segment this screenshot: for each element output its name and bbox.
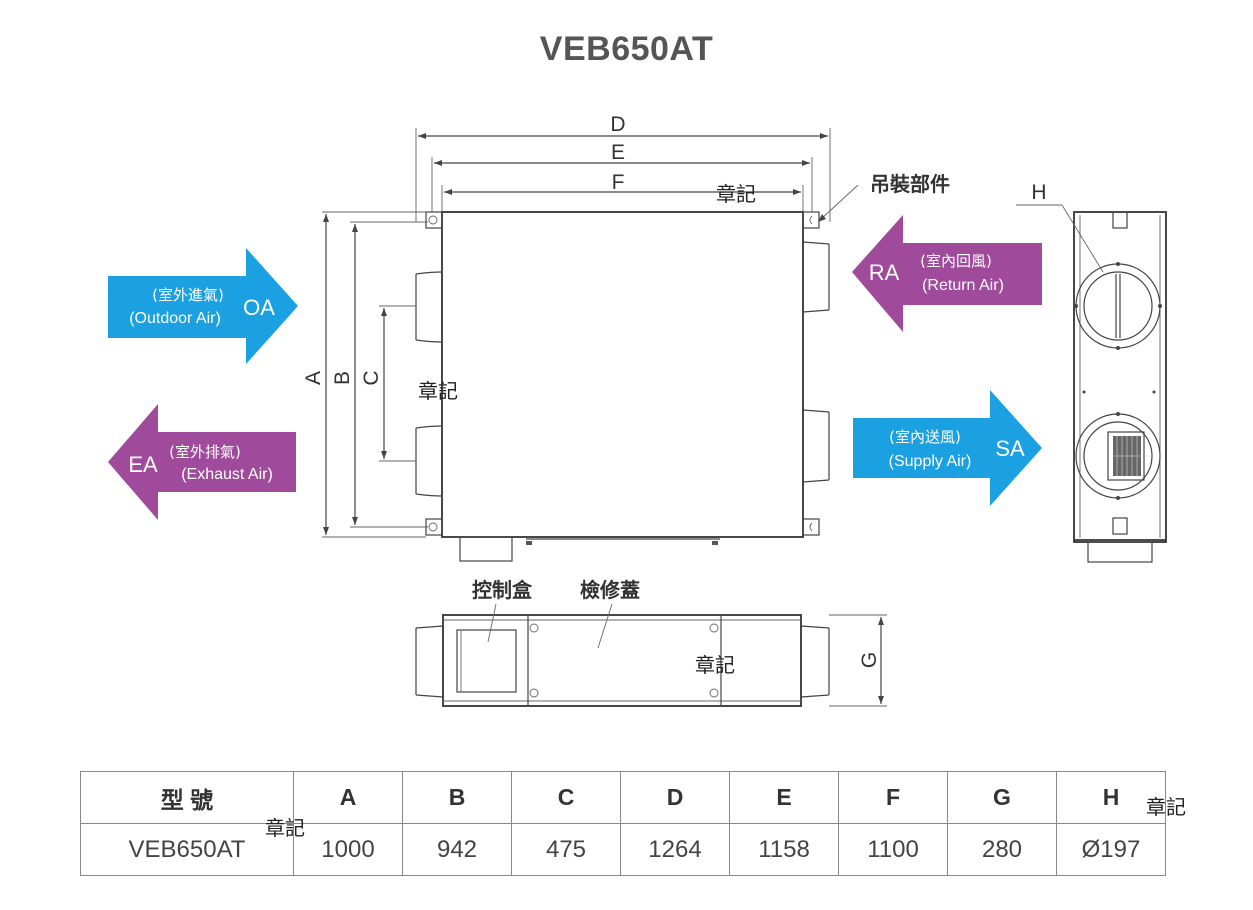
ea-arrow: EA (室外排氣) (Exhaust Air) xyxy=(108,404,296,520)
table-row: VEB650AT 1000 942 475 1264 1158 1100 280… xyxy=(80,823,1166,876)
cell: 1158 xyxy=(729,823,839,876)
ra-label-cn: (室內回風) xyxy=(920,252,992,270)
header-cell: G xyxy=(947,771,1057,824)
stamp-text: 章記 xyxy=(695,653,735,677)
ra-arrow: RA (室內回風) (Return Air) xyxy=(852,215,1042,332)
dimension-label-f: F xyxy=(612,171,625,194)
hanging-parts-callout: 吊裝部件 xyxy=(818,172,950,222)
cell: 942 xyxy=(402,823,512,876)
sa-code: SA xyxy=(995,436,1025,461)
oa-label-cn: (室外進氣) xyxy=(152,286,224,304)
stamp-text: 章記 xyxy=(716,182,756,206)
dimension-e: E xyxy=(431,141,813,212)
ea-label-cn: (室外排氣) xyxy=(169,443,241,461)
cell: 1000 xyxy=(293,823,403,876)
ea-label-en: (Exhaust Air) xyxy=(181,466,273,483)
cell: 1100 xyxy=(838,823,948,876)
dimension-drawing: D E F xyxy=(108,113,1167,707)
header-cell: E xyxy=(729,771,839,824)
cell-model: VEB650AT xyxy=(80,823,294,876)
control-box-label: 控制盒 xyxy=(472,578,533,602)
table-header-row: 型 號 A B C D E F G H xyxy=(80,771,1166,824)
oa-label-en: (Outdoor Air) xyxy=(129,310,221,327)
access-cover-label: 檢修蓋 xyxy=(580,578,640,602)
dimension-label-g: G xyxy=(858,652,881,668)
header-cell: H xyxy=(1056,771,1166,824)
dimension-c: C xyxy=(360,305,416,462)
header-cell: D xyxy=(620,771,730,824)
header-cell: F xyxy=(838,771,948,824)
dimension-b: B xyxy=(331,221,428,528)
sa-label-en: (Supply Air) xyxy=(889,453,972,470)
header-cell: C xyxy=(511,771,621,824)
sa-label-cn: (室內送風) xyxy=(889,428,961,446)
header-cell: B xyxy=(402,771,512,824)
cell: 280 xyxy=(947,823,1057,876)
dimension-label-a: A xyxy=(302,371,325,385)
unit-front-view xyxy=(415,211,830,562)
page-title: VEB650AT xyxy=(539,30,714,68)
dimension-d: D xyxy=(415,113,831,222)
dimension-a: A xyxy=(302,211,426,538)
dimension-label-c: C xyxy=(360,370,383,385)
cell: Ø197 xyxy=(1056,823,1166,876)
sa-arrow: (室內送風) (Supply Air) SA xyxy=(853,390,1042,506)
unit-top-view: G 控制盒 檢修蓋 xyxy=(415,578,887,707)
stamp-text: 章記 xyxy=(1146,795,1186,819)
cell: 475 xyxy=(511,823,621,876)
dimension-label-b: B xyxy=(331,371,354,385)
grille-icon xyxy=(1113,436,1141,476)
dimension-label-e: E xyxy=(611,141,625,164)
ra-code: RA xyxy=(869,260,900,285)
stamp-text: 章記 xyxy=(265,816,305,840)
ea-code: EA xyxy=(128,452,158,477)
dimension-label-h: H xyxy=(1031,181,1046,204)
dimension-f: F xyxy=(441,171,804,212)
oa-arrow: (室外進氣) (Outdoor Air) OA xyxy=(108,248,298,364)
header-cell-model: 型 號 xyxy=(80,771,294,824)
header-cell: A xyxy=(293,771,403,824)
ra-label-en: (Return Air) xyxy=(922,277,1004,294)
spec-table: 型 號 A B C D E F G H VEB650AT 1000 942 47… xyxy=(80,771,1166,876)
stamp-text: 章記 xyxy=(418,379,458,403)
unit-side-view: H xyxy=(1016,181,1167,563)
dimension-label-d: D xyxy=(610,113,625,136)
cell: 1264 xyxy=(620,823,730,876)
oa-code: OA xyxy=(243,295,275,320)
hanging-parts-label: 吊裝部件 xyxy=(870,172,950,196)
